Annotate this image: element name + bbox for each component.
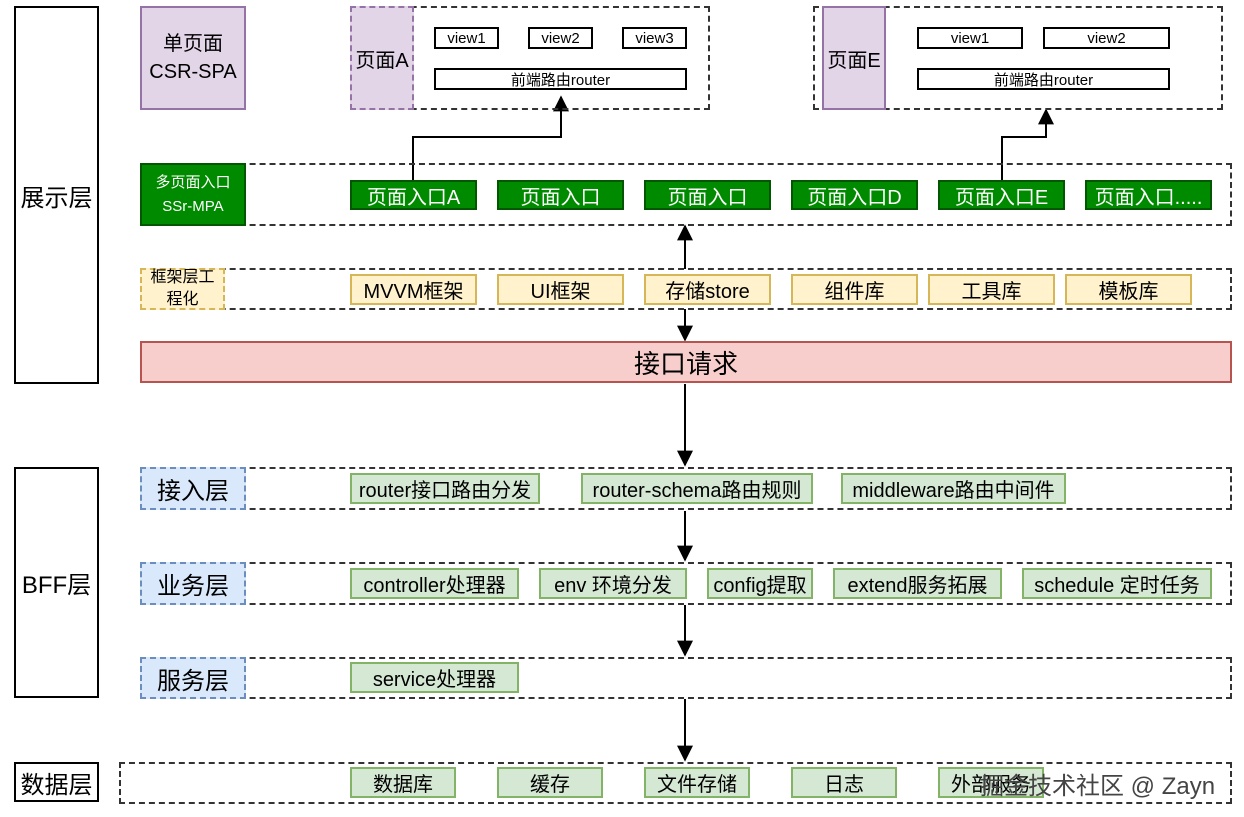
page-a-view3: view3 [622,27,687,49]
page-a-view2: view2 [528,27,593,49]
data-item-label: 外部服务 [951,774,1031,796]
page-e-label-text: 页面E [827,49,881,72]
business-item-schedule: schedule 定时任务 [1022,568,1212,599]
mpa-label: 多页面入口 SSr-MPA [140,163,246,226]
view-label: view1 [447,29,486,47]
page-a-view1: view1 [434,27,499,49]
business-item-label: schedule 定时任务 [1034,575,1200,597]
view-label: view2 [1087,29,1126,47]
framework-label: 框架层工程化 [140,268,225,310]
page-e-router: 前端路由router [917,68,1170,90]
view-label: view1 [950,29,990,47]
framework-item-label: 工具库 [961,281,1022,303]
view-label: view3 [635,29,674,47]
bff-layer-label: BFF层 [14,467,99,698]
framework-item-label: 存储store [665,281,750,303]
business-item-label: controller处理器 [363,575,506,597]
framework-item-store: 存储store [644,274,771,305]
data-item-label: 日志 [824,774,864,796]
business-layer-text: 业务层 [157,573,229,600]
entry-more: 页面入口..... [1085,180,1212,210]
view-label: view2 [541,29,580,47]
spa-subtitle: CSR-SPA [149,61,237,83]
api-request-bar: 接口请求 [140,341,1232,383]
service-item-processor: service处理器 [350,662,519,693]
data-layer-label: 数据层 [14,762,99,802]
access-item-middleware: middleware路由中间件 [841,473,1066,504]
spa-box: 单页面 CSR-SPA [140,6,246,110]
access-item-router: router接口路由分发 [350,473,540,504]
access-item-label: router接口路由分发 [358,480,532,502]
entry-label: 页面入口D [807,186,902,209]
data-item-file-storage: 文件存储 [644,767,750,798]
framework-item-tools: 工具库 [928,274,1055,305]
entry-label: 页面入口A [366,186,461,209]
api-request-text: 接口请求 [633,348,738,379]
data-item-label: 数据库 [373,774,433,796]
data-item-label: 缓存 [530,774,570,796]
data-item-external: 外部服务 [938,767,1044,798]
access-item-label: middleware路由中间件 [852,480,1055,502]
page-e-label: 页面E [822,6,886,110]
framework-label-text: 框架层工程化 [150,269,215,308]
watermark-text: 掘金技术社区 @ Zayn [980,773,1216,800]
presentation-layer-label: 展示层 [14,6,99,384]
service-item-label: service处理器 [372,669,497,691]
entry-a: 页面入口A [350,180,477,210]
entry-d: 页面入口D [791,180,918,210]
page-a-label: 页面A [350,6,414,110]
business-item-label: env 环境分发 [554,575,672,597]
business-layer-label: 业务层 [140,562,246,605]
presentation-layer-text: 展示层 [20,184,93,212]
access-layer-text: 接入层 [157,478,229,505]
data-item-cache: 缓存 [497,767,603,798]
page-e-container [813,6,1223,110]
access-item-schema: router-schema路由规则 [581,473,813,504]
page-e-view2: view2 [1043,27,1170,49]
mpa-title: 多页面入口 [155,173,231,191]
framework-item-label: 组件库 [824,281,885,303]
business-item-label: extend服务拓展 [847,575,988,597]
entry-b: 页面入口 [497,180,624,210]
access-item-label: router-schema路由规则 [592,480,802,502]
data-item-database: 数据库 [350,767,456,798]
service-layer-text: 服务层 [157,667,229,695]
data-row-container [119,762,1232,804]
router-label: 前端路由router [993,71,1094,89]
data-item-log: 日志 [791,767,897,798]
data-item-label: 文件存储 [657,774,737,796]
service-row-container [140,657,1232,699]
entry-label: 页面入口 [667,186,748,209]
framework-item-ui: UI框架 [497,274,624,305]
page-a-label-text: 页面A [355,49,409,72]
page-a-router: 前端路由router [434,68,687,90]
entry-e: 页面入口E [938,180,1065,210]
entry-label: 页面入口..... [1094,186,1203,209]
framework-item-label: MVVM框架 [363,281,464,303]
framework-item-label: UI框架 [530,281,591,303]
watermark: 掘金技术社区 @ Zayn [980,766,1215,801]
data-layer-text: 数据层 [20,771,93,799]
access-layer-label: 接入层 [140,467,246,510]
framework-item-templates: 模板库 [1065,274,1192,305]
framework-item-mvvm: MVVM框架 [350,274,477,305]
entry-label: 页面入口 [520,186,601,209]
business-item-extend: extend服务拓展 [833,568,1002,599]
bff-layer-text: BFF层 [21,572,92,599]
router-label: 前端路由router [510,71,611,89]
business-item-label: config提取 [713,575,807,597]
mpa-subtitle: SSr-MPA [162,197,224,215]
framework-item-components: 组件库 [791,274,918,305]
business-item-controller: controller处理器 [350,568,519,599]
business-item-config: config提取 [707,568,813,599]
business-item-env: env 环境分发 [539,568,687,599]
entry-c: 页面入口 [644,180,771,210]
page-e-view1: view1 [917,27,1023,49]
service-layer-label: 服务层 [140,657,246,699]
entry-label: 页面入口E [954,186,1049,209]
spa-title: 单页面 [163,33,223,55]
framework-item-label: 模板库 [1098,281,1159,303]
